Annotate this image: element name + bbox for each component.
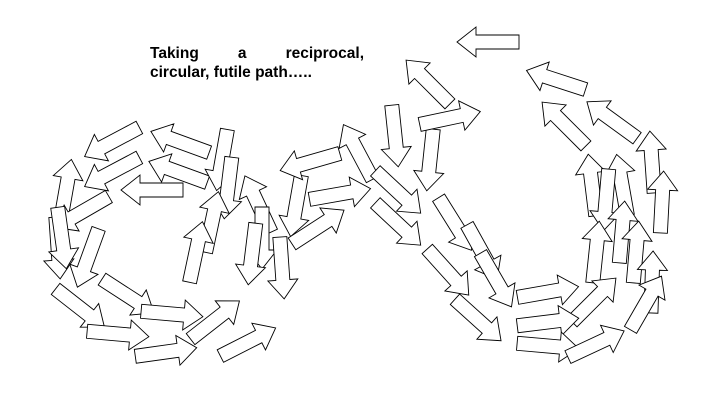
- block-arrow-icon: [515, 304, 580, 337]
- block-arrow-icon: [338, 123, 380, 184]
- block-arrow-icon: [185, 300, 241, 346]
- block-arrow-icon: [417, 100, 482, 132]
- block-arrow-icon: [449, 293, 502, 342]
- block-arrow-icon: [405, 59, 456, 110]
- block-arrow-icon: [287, 207, 345, 251]
- block-arrow-icon: [621, 220, 653, 284]
- block-arrow-icon: [473, 249, 516, 308]
- block-arrow-icon: [412, 127, 445, 192]
- block-arrow-icon: [586, 100, 642, 145]
- block-arrow-icon: [140, 299, 204, 331]
- block-arrow-icon: [216, 322, 277, 363]
- block-arrow-icon: [607, 200, 639, 264]
- block-arrow-icon: [581, 220, 614, 285]
- block-arrow-icon: [369, 197, 422, 246]
- block-arrow-icon: [83, 120, 144, 162]
- block-arrow-icon: [456, 26, 520, 58]
- block-arrow-icon: [623, 275, 666, 334]
- block-arrow-icon: [83, 150, 144, 192]
- block-arrow-icon: [279, 146, 343, 181]
- block-arrow-icon: [566, 277, 617, 328]
- block-arrow-icon: [150, 123, 213, 160]
- block-arrow-icon: [120, 174, 184, 206]
- block-arrow-icon: [307, 176, 372, 208]
- block-arrow-icon: [646, 170, 679, 234]
- block-arrow-icon: [369, 165, 422, 214]
- block-arrow-icon: [421, 243, 470, 296]
- caption-line-2: circular, futile path…..: [150, 64, 312, 81]
- block-arrow-icon: [69, 225, 106, 288]
- block-arrow-icon: [525, 61, 589, 97]
- block-arrow-icon: [380, 103, 413, 168]
- block-arrow-icon: [564, 324, 625, 365]
- caption: Taking a reciprocal, circular, futile pa…: [150, 44, 364, 82]
- caption-line-1: Taking a reciprocal,: [150, 45, 364, 62]
- block-arrow-icon: [148, 153, 211, 190]
- block-arrow-icon: [234, 221, 267, 286]
- block-arrow-icon: [515, 274, 580, 306]
- block-arrow-icon: [541, 101, 592, 152]
- block-arrow-icon: [47, 205, 80, 270]
- block-arrow-icon: [182, 220, 214, 285]
- block-arrow-icon: [133, 334, 198, 367]
- block-arrow-icon: [278, 173, 310, 238]
- block-arrow-icon: [86, 319, 150, 351]
- block-arrow-icon: [266, 236, 299, 300]
